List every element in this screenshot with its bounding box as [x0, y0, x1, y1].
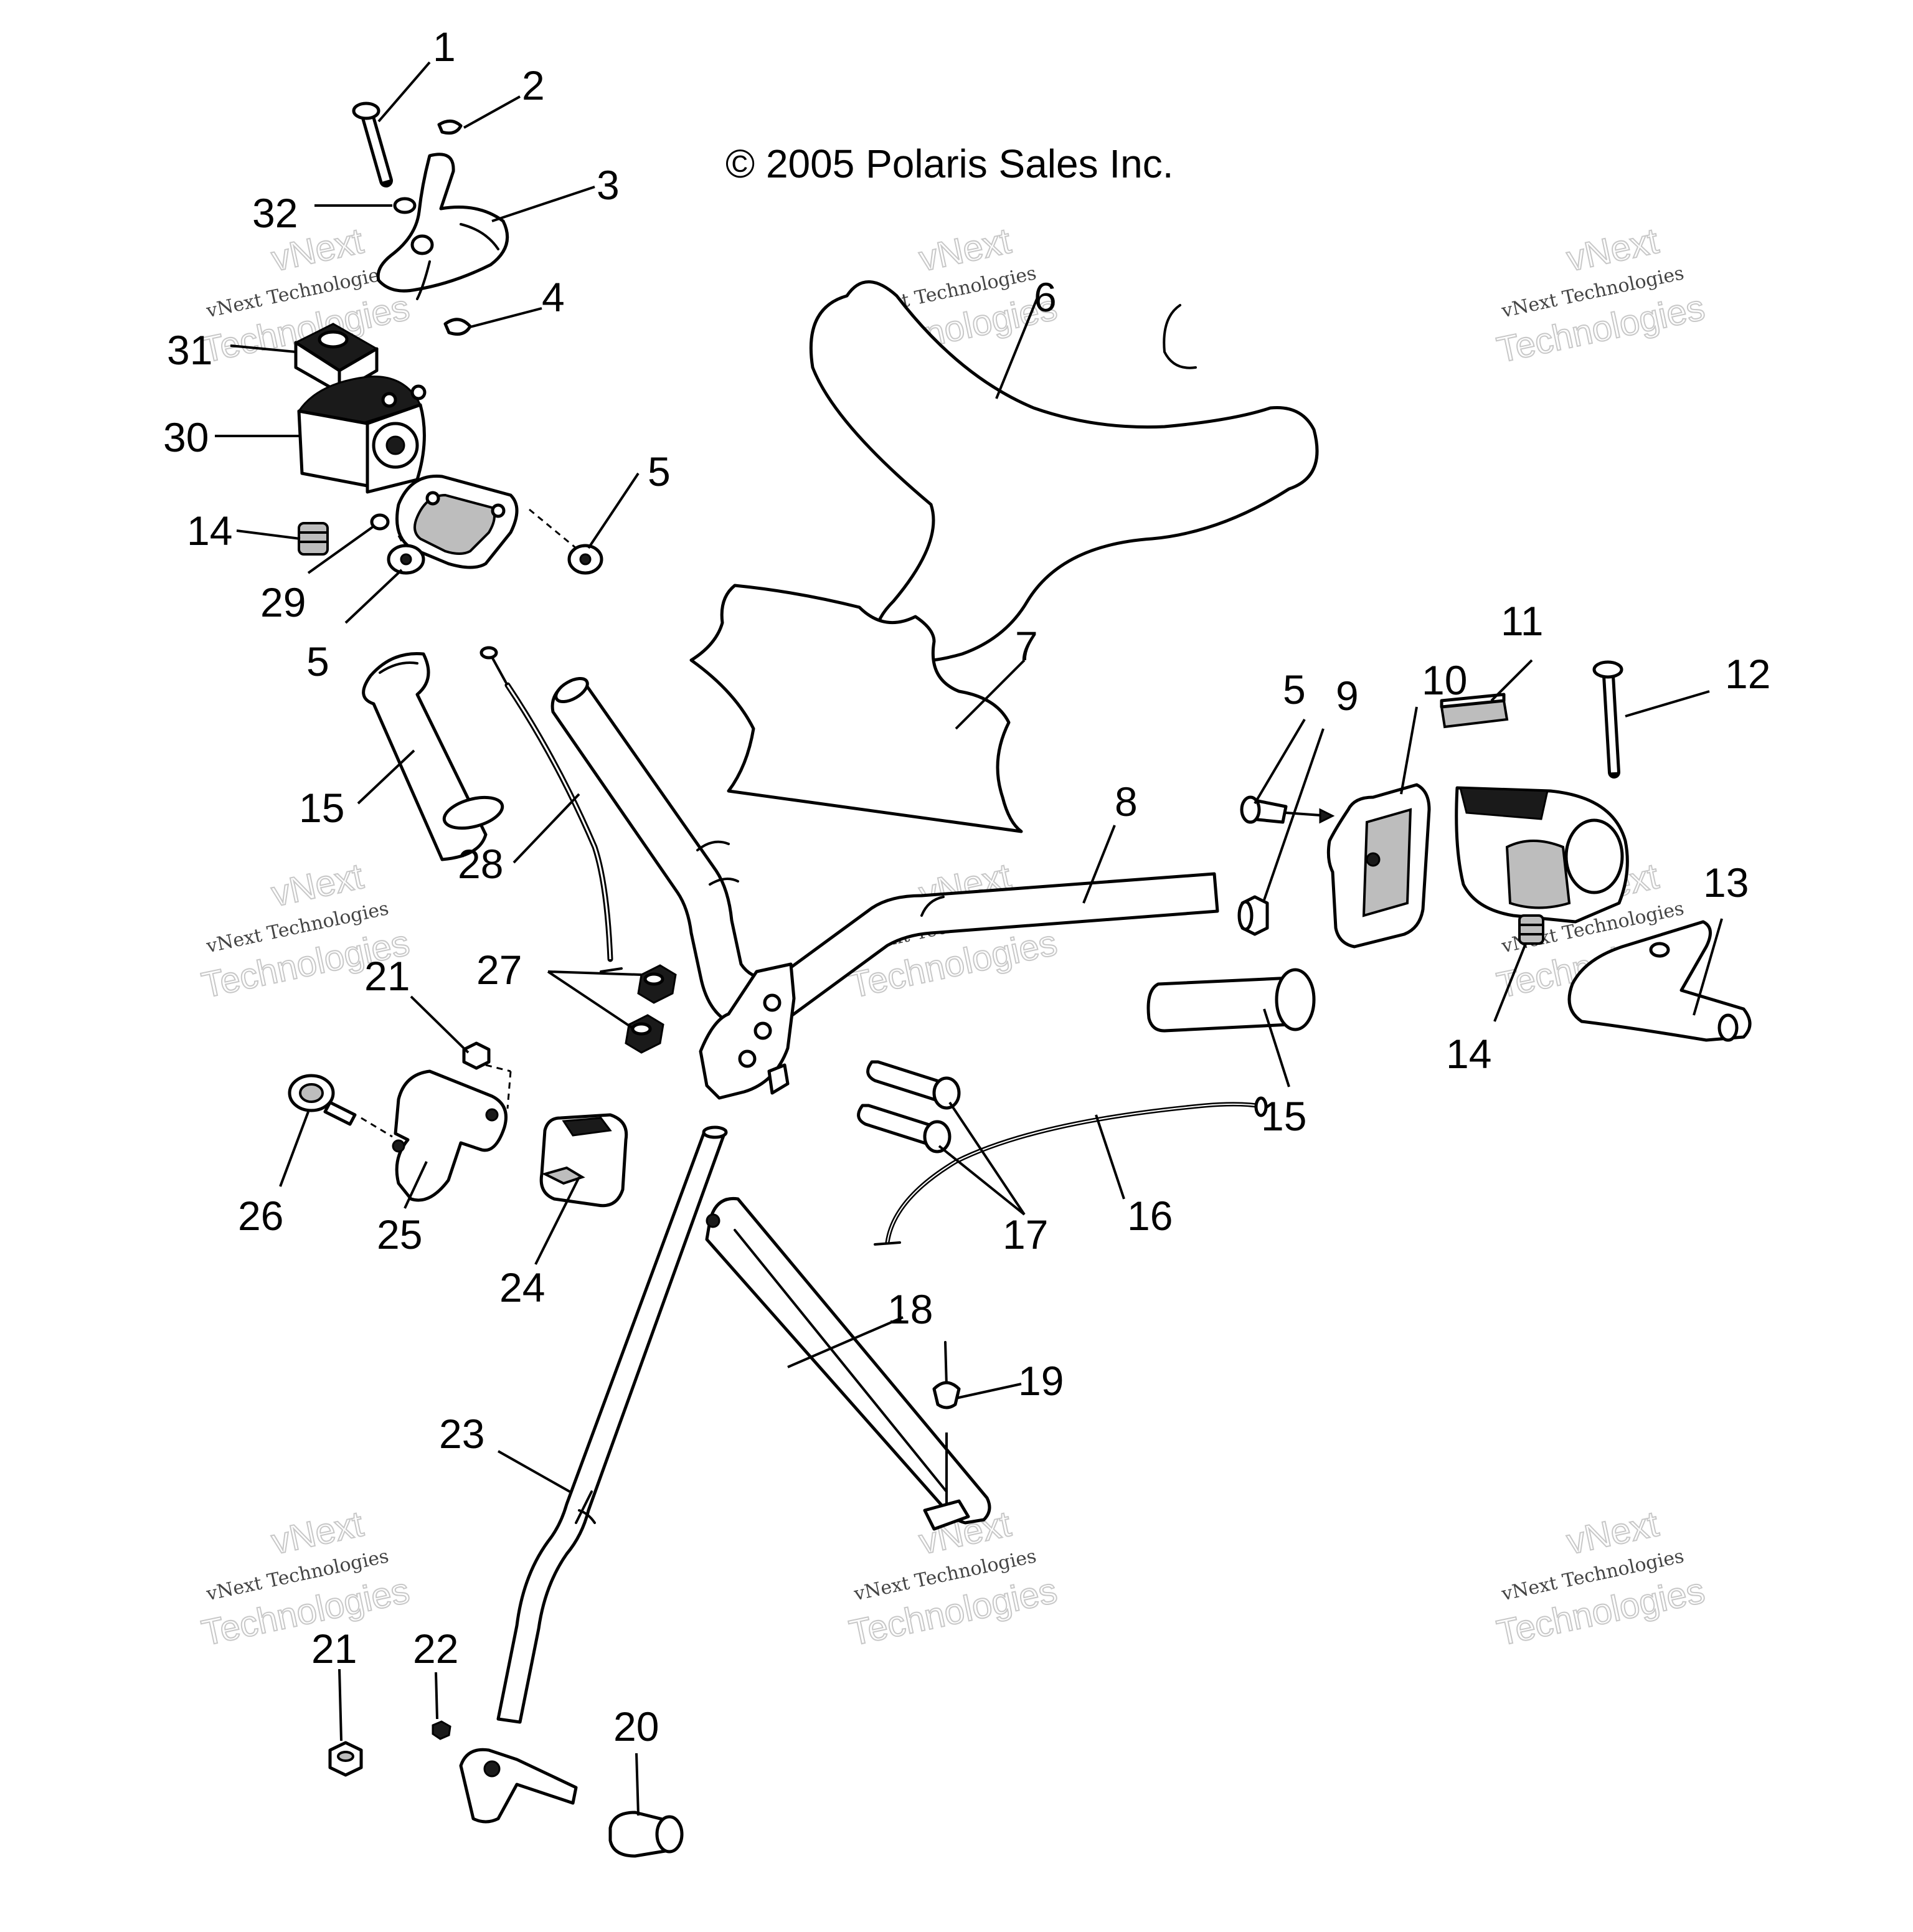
callout-22: 22	[413, 1626, 458, 1672]
part-27-nut-a	[637, 964, 677, 1004]
part-19-rivet	[932, 1341, 961, 1409]
callout-28: 28	[458, 841, 503, 887]
part-23-steering-post	[496, 1125, 728, 1724]
callout-23: 23	[439, 1411, 484, 1457]
part-8-handlebar	[550, 676, 1219, 1100]
leader-lines	[215, 61, 1723, 1816]
part-2-clip	[437, 120, 463, 135]
callout-15-a: 15	[299, 785, 344, 831]
copyright-text: © 2005 Polaris Sales Inc.	[725, 141, 1174, 186]
part-20-bushing	[608, 1811, 684, 1858]
callout-31: 31	[167, 327, 212, 373]
callout-5-a: 5	[648, 448, 671, 495]
watermark-9: vNext vNext Technologies Technologies	[1493, 1503, 1709, 1654]
part-30-master-cylinder	[297, 376, 427, 494]
callout-10: 10	[1422, 657, 1467, 703]
part-14-bleeder-left	[298, 522, 329, 556]
part-1-pivot-bolt	[352, 102, 393, 187]
callout-30: 30	[163, 414, 209, 460]
callout-20: 20	[613, 1703, 659, 1750]
callout-18: 18	[887, 1286, 933, 1332]
part-24-spacer	[539, 1113, 628, 1208]
callout-6: 6	[1034, 274, 1057, 320]
callout-8: 8	[1115, 779, 1138, 825]
callout-24: 24	[499, 1264, 545, 1310]
part-10-housing-cover	[1326, 783, 1431, 949]
part-13-throttle-lever	[1567, 920, 1752, 1042]
callout-21-a: 21	[364, 953, 410, 999]
part-21-nut-lower	[328, 1741, 363, 1777]
part-22-bolt	[432, 1720, 451, 1740]
callout-26: 26	[238, 1193, 283, 1239]
callout-5-b: 5	[306, 638, 329, 684]
callout-21-b: 21	[311, 1626, 357, 1672]
callout-11: 11	[1501, 598, 1544, 644]
arrow-head	[1319, 808, 1335, 824]
part-32-washer	[393, 197, 417, 214]
callout-19: 19	[1018, 1358, 1064, 1404]
callout-15-b: 15	[1261, 1093, 1306, 1139]
callout-29: 29	[260, 579, 306, 625]
part-17-bolt-a	[866, 1060, 961, 1110]
callout-5-c: 5	[1283, 666, 1306, 713]
callout-9: 9	[1336, 673, 1359, 719]
part-18-support-strut	[705, 1196, 991, 1531]
callout-13: 13	[1703, 859, 1749, 906]
callout-4: 4	[542, 274, 565, 320]
callout-27: 27	[476, 947, 522, 993]
part-15-grip-left	[362, 651, 504, 861]
part-15-grip-right	[1146, 968, 1316, 1033]
part-5-screw-right	[1240, 795, 1288, 824]
callout-14-a: 14	[187, 508, 232, 554]
steering-arm	[459, 1748, 578, 1824]
part-16-throttle-cable	[874, 1096, 1268, 1246]
part-27-nut-b	[625, 1014, 664, 1054]
part-3-brake-lever	[376, 153, 509, 300]
part-17-bolt-b	[857, 1104, 952, 1153]
part-14-bleeder-right	[1518, 914, 1544, 945]
part-25-bracket	[392, 1069, 508, 1202]
part-4-clip	[443, 318, 472, 336]
callout-32: 32	[252, 190, 298, 236]
part-21-nut-upper	[462, 1041, 491, 1070]
throttle-housing	[1455, 786, 1629, 924]
callout-2: 2	[522, 62, 545, 108]
callout-14-b: 14	[1446, 1031, 1491, 1077]
part-26-clamp	[288, 1074, 357, 1126]
watermark-3: vNext vNext Technologies Technologies	[1493, 220, 1709, 371]
part-5-screw-left-b	[567, 544, 603, 575]
part-7-pad-insert	[689, 584, 1023, 833]
part-29-washer	[370, 513, 390, 531]
callout-17: 17	[1003, 1211, 1048, 1257]
watermark-7: vNext vNext Technologies Technologies	[197, 1503, 413, 1654]
callout-7: 7	[1015, 623, 1038, 669]
callout-12: 12	[1725, 651, 1770, 697]
part-11-pad	[1440, 693, 1509, 729]
part-9-bushing	[1237, 895, 1269, 936]
part-28-cable	[479, 646, 623, 973]
callout-16: 16	[1127, 1193, 1173, 1239]
callout-numbers: 1 2 3 32 4 31 30 5 14 29 5 6 7 8 5 9 10 …	[163, 24, 1770, 1750]
part-5-screw-left-a	[387, 544, 425, 575]
part-6-handlebar-pad	[809, 280, 1319, 663]
callout-3: 3	[597, 162, 620, 208]
pad-end-opening	[1163, 304, 1197, 369]
master-cylinder-cover	[395, 475, 519, 569]
callout-1: 1	[433, 24, 456, 70]
callout-25: 25	[377, 1211, 422, 1257]
part-12-pivot-bolt	[1592, 660, 1623, 779]
